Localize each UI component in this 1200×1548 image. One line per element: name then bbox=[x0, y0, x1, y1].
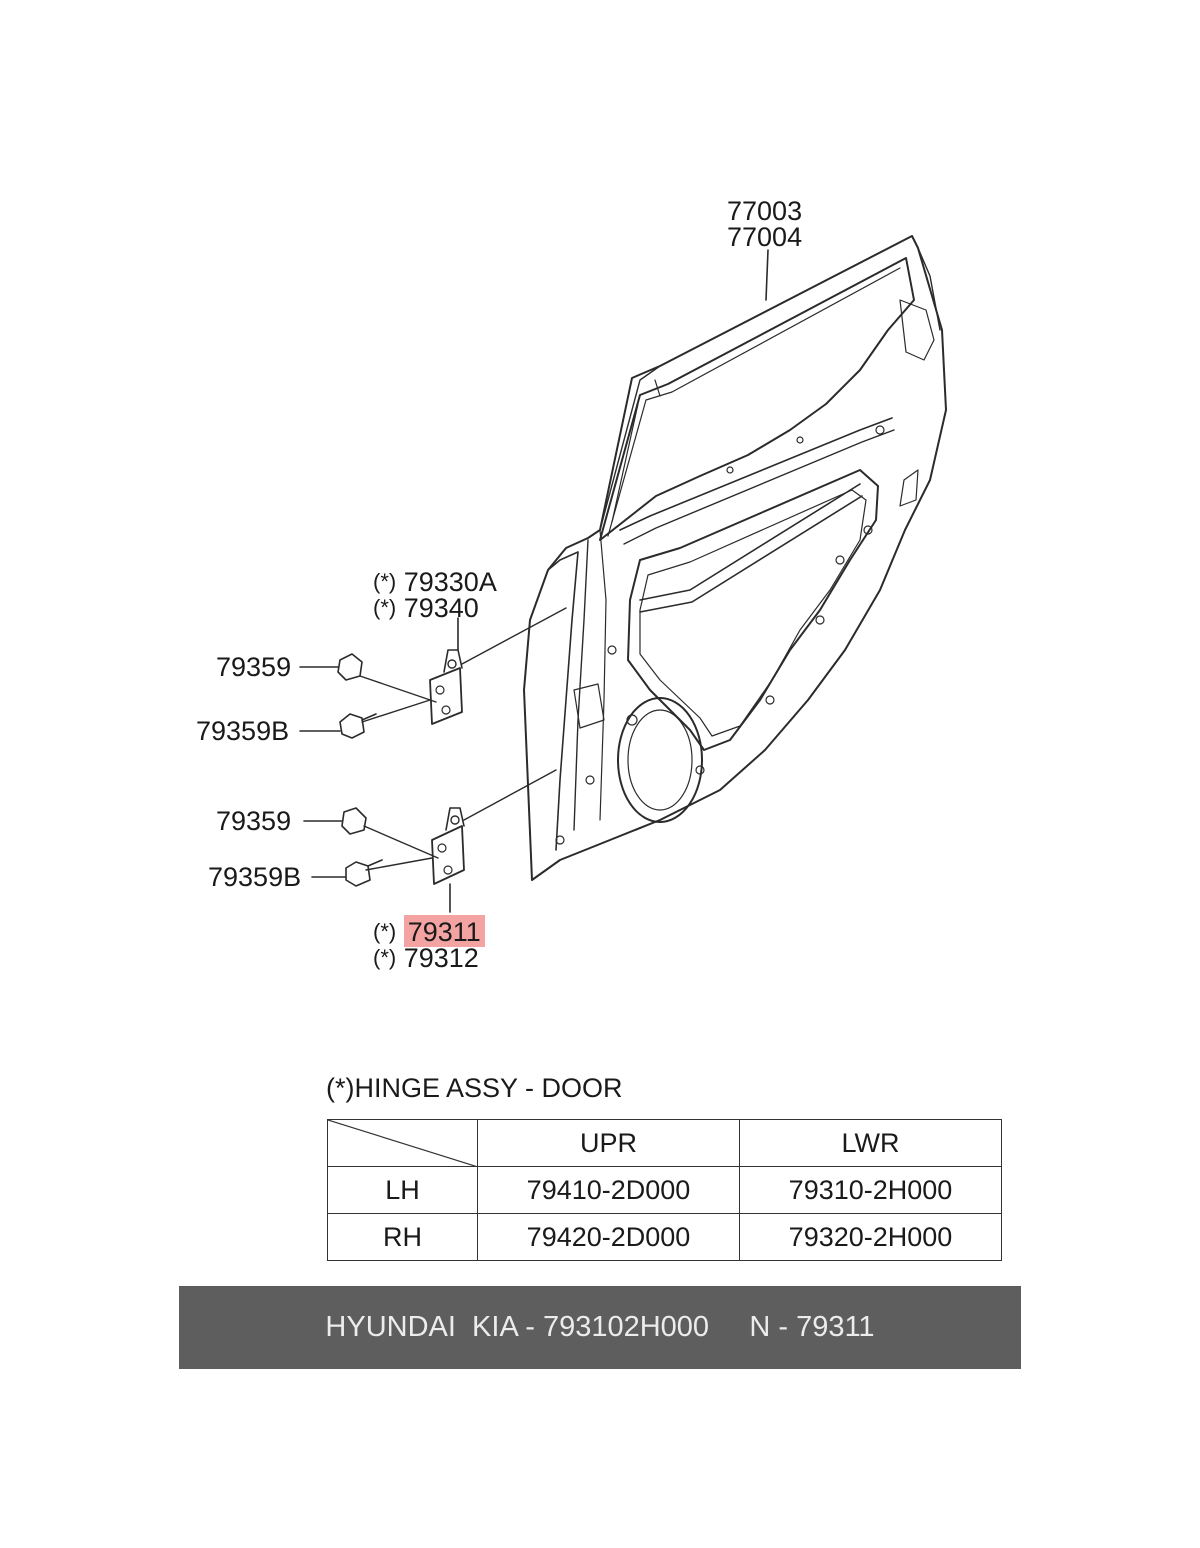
star-marker: (*) bbox=[373, 919, 397, 944]
hinge-part-table: UPR LWR LH 79410-2D000 79310-2H000 RH 79… bbox=[327, 1119, 1002, 1261]
footer-banner: HYUNDAI KIA - 793102H000 N - 79311 bbox=[179, 1286, 1021, 1369]
lower-bolt-b bbox=[311, 859, 383, 887]
legend-caption: (*)HINGE ASSY - DOOR bbox=[326, 1073, 623, 1103]
door-outer-frame bbox=[523, 235, 947, 881]
footer-text: HYUNDAI KIA - 793102H000 N - 79311 bbox=[325, 1311, 875, 1343]
table-header-upr: UPR bbox=[477, 1119, 740, 1167]
callout-77004: 77004 bbox=[727, 222, 803, 252]
callout-79311: (*) 79311 bbox=[373, 915, 485, 947]
callout-79330a-label: 79330A bbox=[403, 567, 497, 597]
star-marker: (*) bbox=[373, 945, 397, 970]
callout-77003: 77003 bbox=[727, 196, 803, 226]
table-corner-cell bbox=[327, 1119, 478, 1167]
table-row: RH 79420-2D000 79320-2H000 bbox=[327, 1213, 1002, 1261]
callout-79312-label: 79312 bbox=[403, 943, 479, 973]
diagonal-divider bbox=[328, 1120, 476, 1166]
callout-79312: (*) 79312 bbox=[373, 944, 479, 972]
table-cell-lwr: 79310-2H000 bbox=[739, 1166, 1002, 1214]
star-marker: (*) bbox=[373, 569, 397, 594]
callout-lower-79359b: 79359B bbox=[208, 862, 302, 892]
table-row: LH 79410-2D000 79310-2H000 bbox=[327, 1166, 1002, 1214]
table-row-side: LH bbox=[327, 1166, 478, 1214]
callout-79340: (*) 79340 bbox=[373, 594, 479, 622]
callout-upper-79359b: 79359B bbox=[196, 716, 290, 746]
speaker-hole bbox=[617, 697, 703, 823]
callout-lower-79359: 79359 bbox=[216, 806, 292, 836]
table-cell-upr: 79420-2D000 bbox=[477, 1213, 740, 1261]
table-cell-upr: 79410-2D000 bbox=[477, 1166, 740, 1214]
upper-hinge bbox=[429, 667, 463, 725]
callout-79311-highlighted: 79311 bbox=[403, 915, 485, 947]
callout-79340-label: 79340 bbox=[403, 593, 479, 623]
table-header-lwr: LWR bbox=[739, 1119, 1002, 1167]
upper-bolt-b bbox=[299, 713, 377, 739]
upper-bolt bbox=[299, 653, 363, 681]
table-cell-lwr: 79320-2H000 bbox=[739, 1213, 1002, 1261]
callout-79330a: (*) 79330A bbox=[373, 568, 497, 596]
lower-bolt bbox=[303, 807, 367, 835]
table-header-row: UPR LWR bbox=[327, 1119, 1002, 1167]
table-row-side: RH bbox=[327, 1213, 478, 1261]
star-marker: (*) bbox=[373, 595, 397, 620]
window-frame-inner bbox=[599, 257, 915, 541]
callout-upper-79359: 79359 bbox=[216, 652, 292, 682]
lower-hinge bbox=[431, 825, 465, 885]
